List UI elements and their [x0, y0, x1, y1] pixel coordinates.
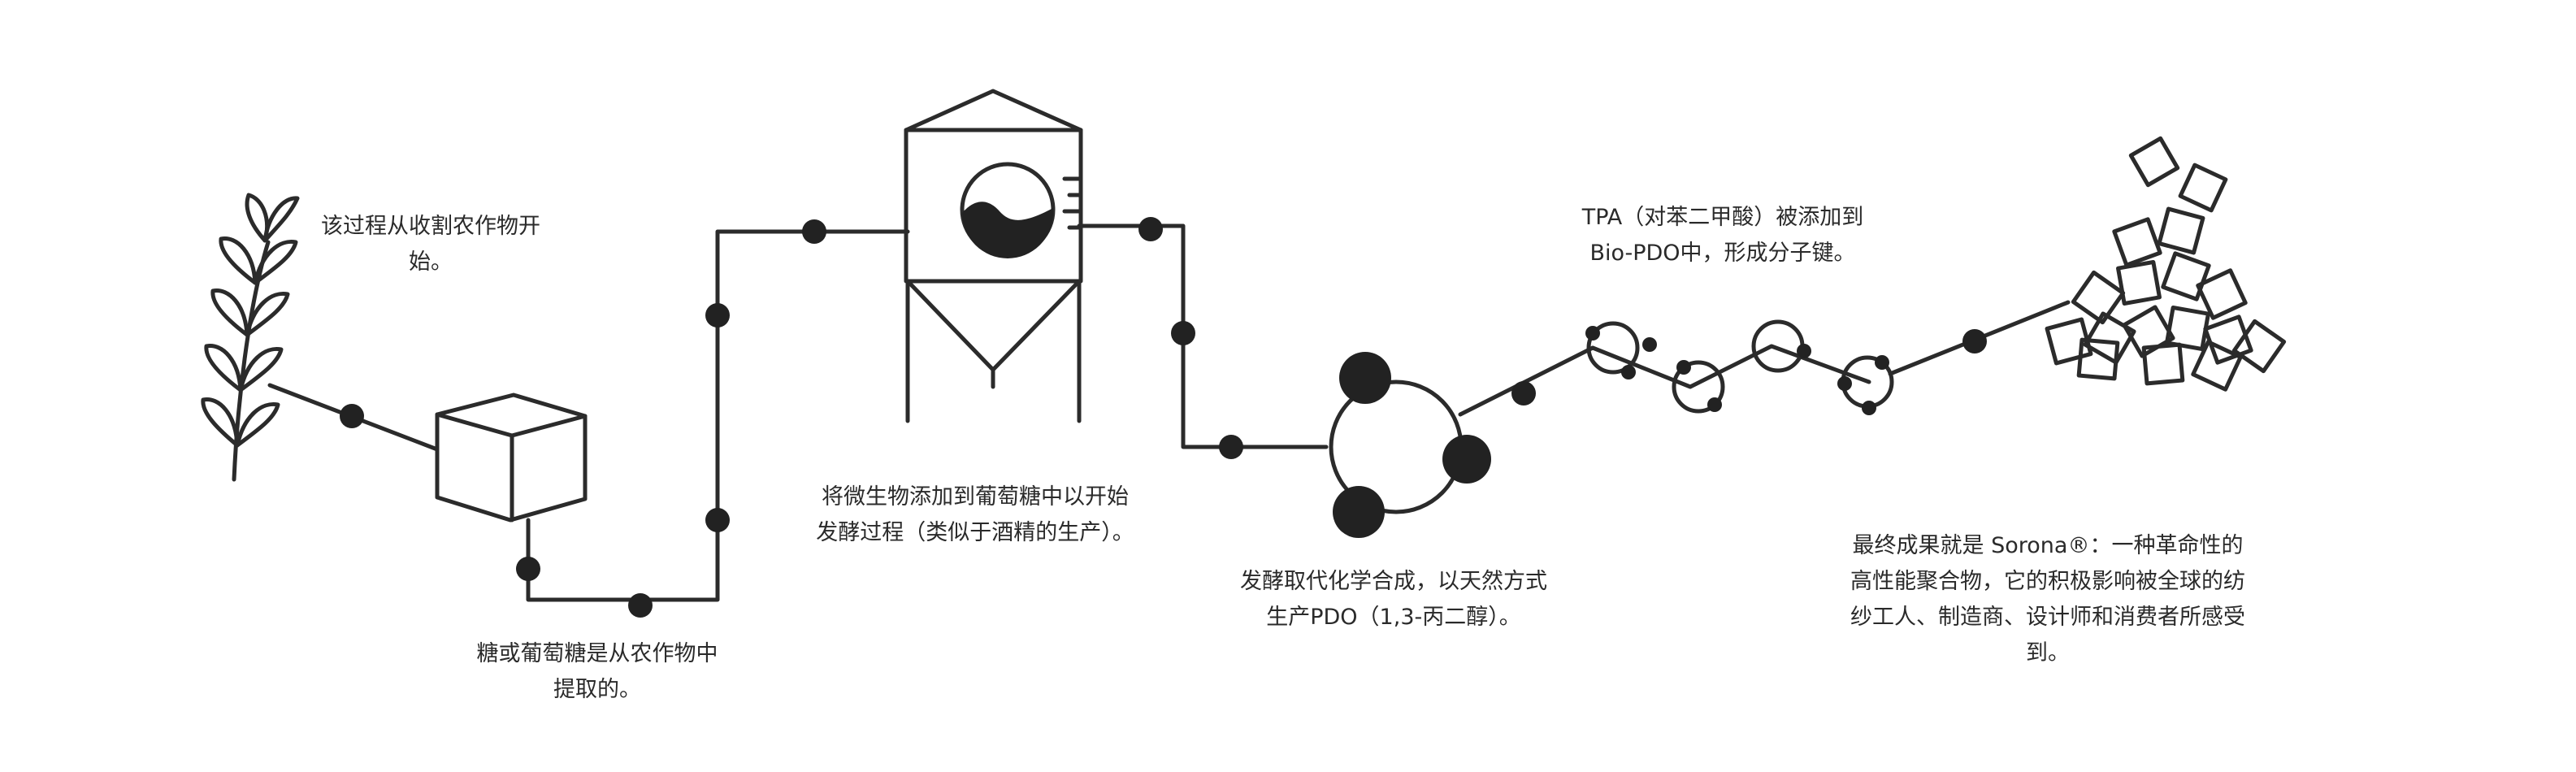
caption-line: Bio-PDO中，形成分子键。 [1589, 241, 1856, 266]
caption-harvest: 该过程从收割农作物开 始。 [309, 209, 553, 280]
molecular-chain-icon [1586, 319, 1894, 414]
fermentation-tank-icon [904, 89, 1083, 423]
connector-dots [340, 217, 1987, 618]
connector-lines [267, 223, 2071, 602]
caption-line: 生产PDO（1,3-丙二醇）。 [1266, 605, 1521, 630]
caption-line: TPA（对苯二甲酸）被添加到 [1581, 205, 1864, 230]
caption-line: 最终成果就是 Sorona®：一种革命性的 [1852, 533, 2244, 558]
caption-line: 将微生物添加到葡萄糖中以开始 [822, 484, 1129, 510]
wheat-icon [201, 193, 300, 482]
caption-line: 发酵过程（类似于酒精的生产）。 [816, 520, 1134, 545]
caption-line: 糖或葡萄糖是从农作物中 [476, 641, 718, 666]
caption-line: 发酵取代化学合成，以天然方式 [1240, 569, 1547, 594]
caption-line: 高性能聚合物，它的积极影响被全球的纺 [1850, 569, 2245, 594]
caption-line: 纱工人、制造商、设计师和消费者所感受 [1850, 605, 2245, 630]
pellet-pile-icon [2045, 136, 2287, 392]
caption-ferment: 将微生物添加到葡萄糖中以开始 发酵过程（类似于酒精的生产）。 [796, 479, 1154, 551]
caption-line: 到。 [2026, 640, 2070, 666]
caption-line: 提取的。 [553, 677, 641, 702]
caption-sorona: 最终成果就是 Sorona®：一种革命性的 高性能聚合物，它的积极影响被全球的纺… [1828, 528, 2267, 671]
caption-line: 始。 [409, 249, 453, 275]
caption-line: 该过程从收割农作物开 [321, 214, 540, 239]
box-icon [435, 393, 588, 523]
caption-polymer: TPA（对苯二甲酸）被添加到 Bio-PDO中，形成分子键。 [1560, 200, 1885, 271]
caption-pdo: 发酵取代化学合成，以天然方式 生产PDO（1,3-丙二醇）。 [1219, 564, 1568, 635]
caption-extract: 糖或葡萄糖是从农作物中 提取的。 [455, 636, 739, 708]
